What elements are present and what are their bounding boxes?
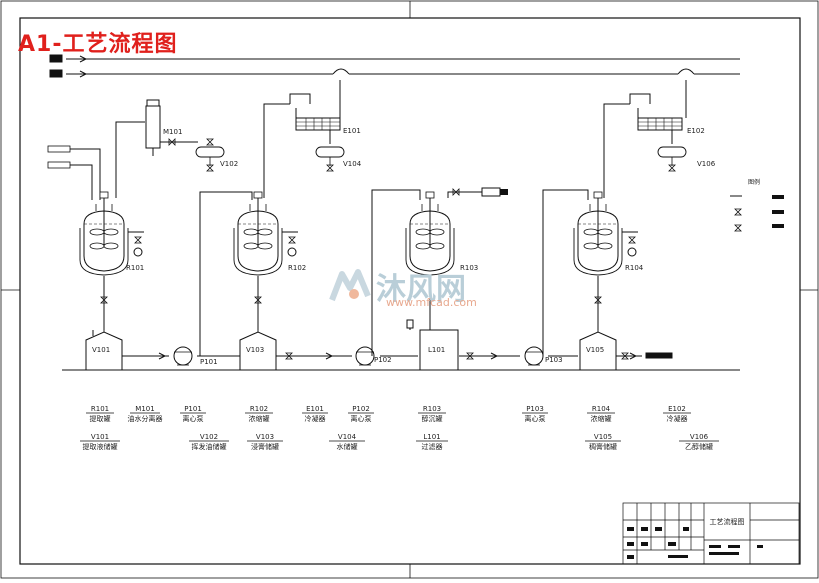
- equipment-list-row-2: V101 提取液储罐 V102 挥发油储罐 V103 浸膏储罐 V104 水储罐…: [83, 433, 714, 451]
- tag-m101: M101: [163, 128, 182, 136]
- list1-name-4: 冷凝器: [305, 414, 326, 423]
- pump-p101: [173, 346, 193, 366]
- list2-name-6: 乙醇储罐: [685, 442, 713, 451]
- list2-name-3: 水储罐: [337, 442, 358, 451]
- reactor-r103: [405, 191, 455, 276]
- drum-v104: [315, 146, 345, 167]
- tag-v101: V101: [92, 346, 110, 354]
- tag-r102: R102: [288, 264, 306, 272]
- reactor-r104: [573, 191, 623, 276]
- list2-tag-2: V103: [256, 433, 274, 441]
- tag-e101: E101: [343, 127, 361, 135]
- main-process-line: [62, 352, 740, 371]
- pump-p103: [524, 346, 544, 366]
- list1-tag-3: R102: [250, 405, 268, 413]
- utility-header-lines: [49, 54, 740, 78]
- condenser-e102: [637, 117, 683, 131]
- list1-name-3: 浓缩罐: [249, 414, 270, 423]
- tag-v106: V106: [697, 160, 716, 168]
- list2-name-5: 稠膏储罐: [589, 442, 617, 451]
- tag-r104: R104: [625, 264, 644, 272]
- list1-name-8: 浓缩罐: [591, 414, 612, 423]
- pump-p102: [355, 346, 375, 366]
- list1-tag-5: P102: [352, 405, 370, 413]
- tag-v104: V104: [343, 160, 362, 168]
- tag-l101: L101: [428, 346, 445, 354]
- tag-p101: P101: [200, 358, 218, 366]
- list2-name-2: 浸膏储罐: [251, 442, 279, 451]
- list1-name-5: 离心泵: [351, 414, 372, 423]
- watermark-url: www.mfcad.com: [386, 296, 477, 309]
- list1-tag-9: E102: [668, 405, 686, 413]
- list1-tag-4: E101: [306, 405, 324, 413]
- list2-tag-3: V104: [338, 433, 357, 441]
- tag-v103: V103: [246, 346, 264, 354]
- list2-name-0: 提取液储罐: [83, 442, 118, 451]
- list1-name-0: 提取罐: [90, 414, 111, 423]
- watermark-text: 沐风网: [376, 272, 466, 307]
- list1-tag-6: R103: [423, 405, 441, 413]
- list1-tag-2: P101: [184, 405, 202, 413]
- list1-name-1: 油水分离器: [128, 414, 163, 423]
- legend: 图例: [730, 178, 784, 232]
- tag-r103: R103: [460, 264, 478, 272]
- list1-tag-7: P103: [526, 405, 544, 413]
- list1-name-6: 醇沉罐: [422, 414, 443, 423]
- reactor-r101: [79, 191, 129, 276]
- list1-tag-1: M101: [135, 405, 154, 413]
- list2-tag-6: V106: [690, 433, 709, 441]
- section-concentration-1: [199, 80, 375, 371]
- list1-tag-8: R104: [592, 405, 611, 413]
- watermark: 沐风网 www.mfcad.com: [328, 266, 498, 310]
- equipment-list-row-1: R101 提取罐 M101 油水分离器 P101 离心泵 R102 浓缩罐 E1…: [90, 405, 688, 423]
- section-concentration-2: [542, 80, 687, 371]
- title-block: 工艺流程图: [622, 502, 800, 565]
- list1-name-7: 离心泵: [525, 414, 546, 423]
- title-block-name: 工艺流程图: [710, 517, 745, 526]
- list1-name-9: 冷凝器: [667, 414, 688, 423]
- page-title: A1-工艺流程图: [18, 32, 178, 57]
- list2-tag-0: V101: [91, 433, 109, 441]
- tag-v102: V102: [220, 160, 238, 168]
- drum-v106: [657, 146, 687, 167]
- tag-r101: R101: [126, 264, 144, 272]
- condenser-e101: [295, 117, 341, 131]
- list2-tag-1: V102: [200, 433, 218, 441]
- section-precipitation: [371, 187, 544, 371]
- watermark-logo-icon: [329, 269, 371, 302]
- tag-e102: E102: [687, 127, 705, 135]
- tag-v105: V105: [586, 346, 604, 354]
- equipment-tags: R101 M101 V102 V101 P101 R102 E101 V104 …: [92, 127, 716, 366]
- list1-name-2: 离心泵: [183, 414, 204, 423]
- reactor-r102: [233, 191, 283, 276]
- legend-title: 图例: [748, 178, 760, 186]
- list2-name-4: 过滤器: [422, 442, 443, 451]
- tag-p103: P103: [545, 356, 563, 364]
- tag-p102: P102: [374, 356, 392, 364]
- list1-tag-0: R101: [91, 405, 109, 413]
- list2-tag-5: V105: [594, 433, 612, 441]
- list2-tag-4: L101: [423, 433, 440, 441]
- section-extraction: [47, 99, 225, 371]
- list2-name-1: 挥发油储罐: [192, 442, 227, 451]
